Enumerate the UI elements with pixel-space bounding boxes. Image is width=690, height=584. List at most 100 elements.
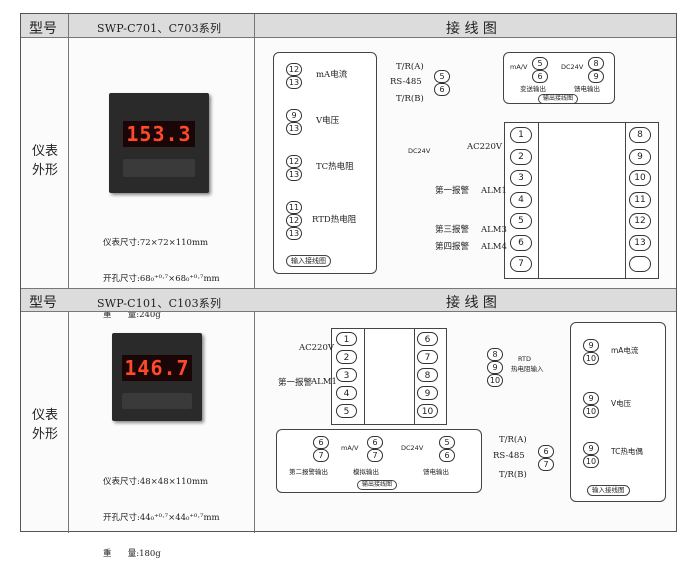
- section2-specs: 仪表尺寸:48×48×110mm 开孔尺寸:44₀⁺⁰·⁷×44₀⁺⁰·⁷mm …: [103, 477, 220, 559]
- output-dc-label: DC24V: [561, 63, 584, 71]
- meter-display: 146.7: [122, 355, 192, 381]
- terminal: 8: [629, 127, 651, 143]
- terminal: 13: [286, 122, 302, 135]
- alarm1-tag: ALM1: [481, 186, 507, 196]
- rs485-tr-a: T/R(A): [396, 62, 424, 72]
- power-dc-label: DC24V: [408, 147, 431, 155]
- input-label: mA电流: [611, 346, 639, 355]
- terminal: 1: [510, 127, 532, 143]
- section1-model-label: 型号: [29, 21, 57, 37]
- input-label: V电压: [316, 116, 340, 126]
- terminal: 9: [583, 442, 599, 455]
- terminal: 12: [629, 213, 651, 229]
- terminal: 6: [434, 83, 450, 96]
- terminal: 10: [583, 352, 599, 365]
- alarm1-label: 第一报警: [278, 378, 313, 388]
- terminal: 13: [286, 227, 302, 240]
- rtd-label: RTD: [518, 355, 532, 363]
- terminal: 6: [532, 70, 548, 83]
- meter-display: 153.3: [123, 121, 195, 147]
- alarm4-label: 第四报警: [435, 242, 470, 252]
- terminal: 7: [538, 458, 554, 471]
- terminal: 3: [510, 170, 532, 186]
- section2-header: [21, 289, 676, 312]
- terminal: [629, 256, 651, 272]
- divider: [21, 288, 676, 289]
- terminal: 13: [286, 76, 302, 89]
- meter-front-image: 146.7: [112, 333, 202, 421]
- terminal: 6: [510, 234, 532, 251]
- input-label: TC热电阻: [316, 162, 354, 172]
- section1-input-wiring-box: 12 13 mA电流 9 13 V电压 12 13 TC热电阻 11 12 13…: [273, 52, 377, 274]
- terminal: 6: [417, 332, 438, 346]
- section2-wiring-title: 接 线 图: [446, 295, 497, 311]
- terminal: 11: [629, 191, 651, 208]
- terminal: 7: [367, 449, 383, 462]
- output-ma-label: mA/V: [341, 444, 359, 452]
- rtd-caption: 热电阻输入: [511, 365, 544, 373]
- terminal: 8: [588, 57, 604, 70]
- terminal: 10: [583, 405, 599, 418]
- section1-model-value: SWP-C701、C703系列: [97, 22, 222, 35]
- spec-sheet: 型号 SWP-C701、C703系列 接 线 图 仪表 外形 153.3 仪表尺…: [20, 13, 677, 559]
- terminal: 9: [588, 70, 604, 83]
- terminal: 6: [367, 436, 383, 449]
- terminal: 8: [417, 368, 438, 382]
- rs485-tr-b: T/R(B): [396, 94, 424, 104]
- output-caption: 输出接线图: [538, 94, 579, 104]
- terminal: 8: [487, 348, 503, 361]
- terminal: 11: [286, 201, 302, 214]
- terminal: 12: [286, 63, 302, 76]
- section2-appearance-label: 仪表 外形: [31, 408, 58, 442]
- terminal: 1: [336, 332, 357, 346]
- input-label: V电压: [611, 399, 632, 408]
- input-caption: 输入接线图: [286, 255, 331, 267]
- terminal: 7: [510, 256, 532, 272]
- terminal: 6: [439, 449, 455, 462]
- output-ma-caption: 模拟输出: [353, 468, 379, 476]
- section1-output-wiring-box: mA/V 5 6 变送输出 DC24V 8 9 馈电输出 输出接线图: [503, 52, 615, 104]
- rs485-label: RS-485: [390, 77, 422, 87]
- input-caption: 输入接线图: [587, 485, 630, 496]
- alarm2-caption: 第二报警输出: [289, 468, 328, 476]
- output-ma-label: mA/V: [510, 63, 528, 71]
- input-label: RTD热电阻: [312, 215, 357, 225]
- alarm4-tag: ALM4: [481, 242, 507, 252]
- terminal: 9: [487, 361, 503, 374]
- terminal: 12: [286, 155, 302, 168]
- meter-buttons: [123, 159, 195, 177]
- terminal: 3: [336, 368, 357, 382]
- terminal: 9: [583, 339, 599, 352]
- alarm1-label: 第一报警: [435, 186, 470, 196]
- output-dc-caption: 馈电输出: [423, 468, 449, 476]
- terminal: 6: [538, 445, 554, 458]
- section1-header: [21, 14, 676, 38]
- terminal: 10: [487, 374, 503, 387]
- power-ac-label: AC220V: [467, 142, 503, 152]
- meter-front-image: 153.3: [109, 93, 209, 193]
- meter-buttons: [122, 393, 192, 409]
- terminal: 13: [286, 168, 302, 181]
- output-dc-caption: 馈电输出: [574, 85, 600, 93]
- terminal: 4: [510, 191, 532, 208]
- rs485-tr-a: T/R(A): [499, 435, 527, 445]
- terminal: 2: [510, 148, 532, 165]
- terminal: 12: [286, 214, 302, 227]
- divider: [68, 14, 69, 533]
- divider: [254, 14, 255, 533]
- terminal: 5: [336, 404, 357, 418]
- terminal: 5: [434, 70, 450, 83]
- terminal: 10: [417, 404, 438, 418]
- rs485-tr-b: T/R(B): [499, 470, 527, 480]
- terminal: 2: [336, 350, 357, 364]
- alarm3-tag: ALM3: [481, 225, 507, 235]
- section1-wiring-title: 接 线 图: [446, 21, 497, 37]
- terminal: 10: [629, 170, 651, 186]
- terminal: 7: [417, 350, 438, 364]
- terminal: 5: [510, 213, 532, 229]
- terminal: 4: [336, 386, 357, 400]
- terminal: 5: [439, 436, 455, 449]
- terminal: 5: [532, 57, 548, 70]
- output-dc-label: DC24V: [401, 444, 424, 452]
- terminal: 9: [286, 109, 302, 122]
